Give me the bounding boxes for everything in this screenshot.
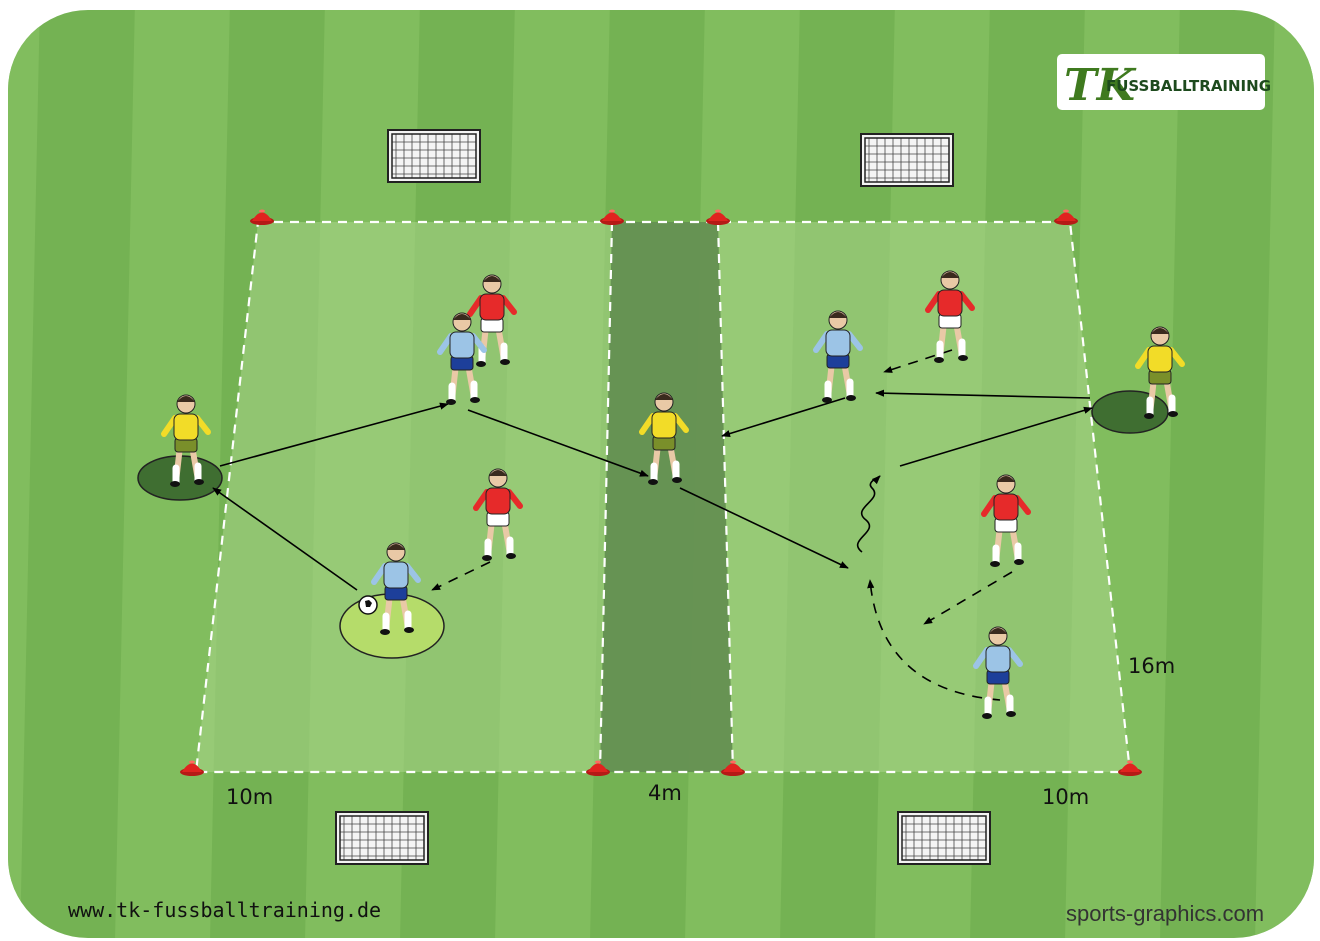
credit-text: sports-graphics.com: [1066, 901, 1264, 926]
ball-icon: [358, 595, 378, 615]
goal-icon: [387, 129, 481, 183]
player-icon: [161, 394, 211, 487]
dimension-middle-width: 4m: [648, 781, 682, 805]
player-icon: [813, 310, 863, 403]
middle-zone: [600, 222, 733, 772]
goal-icon: [897, 811, 991, 865]
goal-icon: [335, 811, 429, 865]
logo-text: FUSSBALLTRAINING: [1106, 77, 1271, 95]
position-circle: [1091, 390, 1169, 434]
pass-lines: [212, 389, 1093, 591]
player-icon: [981, 474, 1031, 567]
player-icon: [639, 392, 689, 485]
dimension-depth: 16m: [1128, 654, 1175, 678]
dimension-left-width: 10m: [226, 785, 273, 809]
position-circle-ball: [339, 593, 445, 659]
player-icon: [973, 626, 1023, 719]
website-link[interactable]: www.tk-fussballtraining.de: [68, 898, 381, 922]
dimension-right-width: 10m: [1042, 785, 1089, 809]
player-icon: [1135, 326, 1185, 419]
logo-mark: TK: [1064, 60, 1137, 111]
goal-icon: [860, 133, 954, 187]
player-icon: [925, 270, 975, 363]
dribble-line: [856, 475, 881, 553]
player-icon: [473, 468, 523, 561]
player-icon: [371, 542, 421, 635]
run-lines: [431, 349, 1013, 701]
logo: TK FUSSBALLTRAINING: [1057, 54, 1271, 111]
player-icon: [437, 312, 487, 405]
player-icon: [467, 274, 517, 367]
